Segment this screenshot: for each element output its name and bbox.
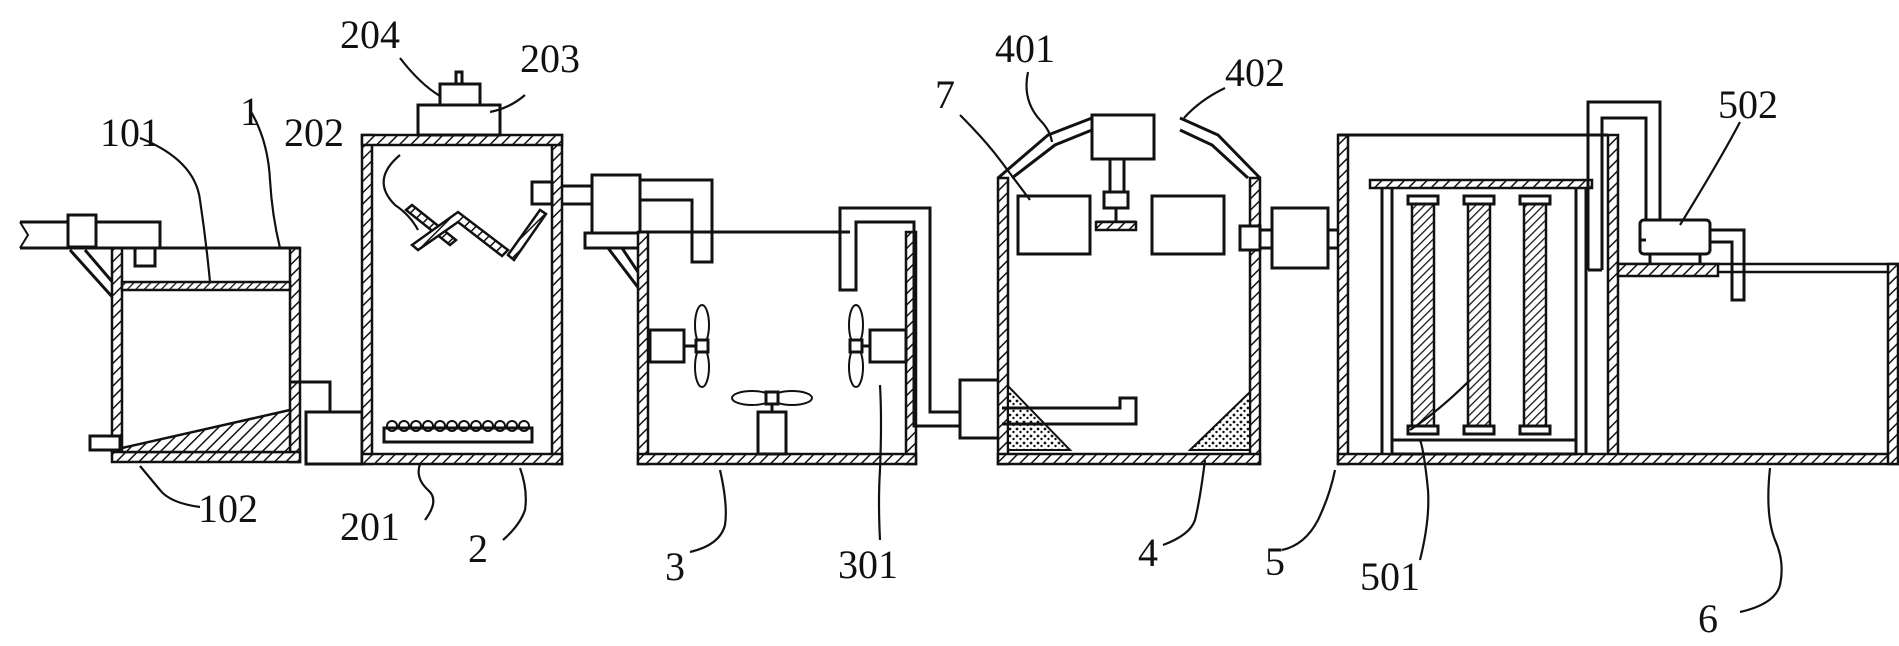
label-502: 502: [1718, 82, 1778, 127]
reagent-tank-7-right: [1150, 194, 1226, 256]
sloped-bottom-102: [120, 408, 292, 454]
frame-top: [1368, 178, 1594, 190]
tank-5: [1336, 100, 1899, 466]
chevron-plate-202: [409, 210, 510, 258]
leader-lines: [139, 57, 1783, 614]
label-201: 201: [340, 504, 400, 549]
tank-3: [636, 206, 960, 466]
reference-labels: 101 1 102 202 204 203 201 2 3 301 4 401 …: [100, 12, 1778, 641]
mixer-right-301: [848, 304, 908, 388]
pump-502: [1638, 218, 1712, 256]
label-1: 1: [240, 89, 260, 134]
transfer-pump-4: [1270, 206, 1330, 270]
label-402: 402: [1225, 50, 1285, 95]
label-7: 7: [935, 72, 955, 117]
sludge-left: [1007, 383, 1073, 451]
inlet-pump: [66, 213, 98, 249]
top-unit-203: [416, 103, 502, 137]
screen-101: [120, 280, 292, 292]
reagent-tank-7-left: [1016, 194, 1092, 256]
tank-4: [996, 113, 1262, 466]
sludge-right: [1187, 389, 1251, 451]
label-5: 5: [1265, 539, 1285, 584]
label-202: 202: [284, 110, 344, 155]
label-203: 203: [520, 36, 580, 81]
doser-401: [1090, 113, 1156, 161]
mixer-bottom: [731, 390, 813, 456]
transfer-pump-2: [590, 173, 642, 235]
label-2: 2: [468, 526, 488, 571]
mixer-left: [648, 304, 710, 388]
label-501: 501: [1360, 554, 1420, 599]
plate-right: [506, 208, 548, 262]
tank-2: [360, 70, 564, 466]
label-101: 101: [100, 110, 160, 155]
label-3: 3: [665, 544, 685, 589]
transfer-pump-3: [958, 378, 1004, 440]
label-4: 4: [1138, 530, 1158, 575]
label-301: 301: [838, 542, 898, 587]
membrane-modules-501: [1406, 194, 1552, 436]
label-6: 6: [1698, 596, 1718, 641]
transfer-pump-1: [304, 410, 364, 466]
aerator-201: [382, 426, 534, 444]
aerator-bubbles: [386, 420, 530, 432]
tank-6: [1616, 218, 1899, 466]
label-102: 102: [198, 486, 258, 531]
tank-1: [19, 213, 364, 466]
pipe-2-3: [562, 173, 714, 291]
label-204: 204: [340, 12, 400, 57]
pipe-4-5: [1260, 206, 1340, 270]
bracket: [68, 248, 117, 302]
label-401: 401: [995, 26, 1055, 71]
